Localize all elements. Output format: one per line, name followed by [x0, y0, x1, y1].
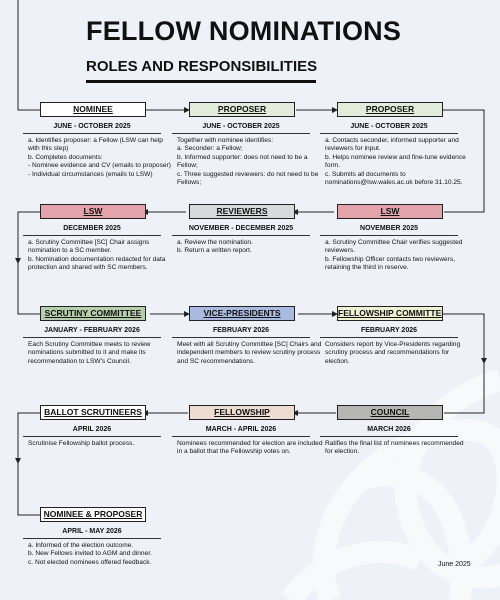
- step-title-box: FELLOWSHIP: [189, 405, 295, 420]
- step-divider: [23, 133, 161, 134]
- step-title-box: LSW: [40, 204, 146, 219]
- step-divider: [23, 235, 161, 236]
- step-description-line: b. Completes documents:: [28, 153, 103, 161]
- step-description-line: b. New Fellows invited to AGM and dinner…: [28, 550, 152, 558]
- step-description-line: Nominees recommended for election are in…: [177, 440, 323, 456]
- step-description: a. Review the nomination.b. Return a wri…: [177, 239, 323, 256]
- step-date: APRIL - MAY 2026: [62, 528, 122, 535]
- step-title-box: VICE-PRESIDENTS: [189, 306, 295, 321]
- step-divider: [23, 436, 161, 437]
- step-title-box: REVIEWERS: [189, 204, 295, 219]
- step-title-box: PROPOSER: [337, 102, 443, 117]
- step-description: a. Scrutiny Committee Chair verifies sug…: [325, 239, 471, 273]
- step-description-line: Ratifies the final list of nominees reco…: [325, 440, 464, 456]
- step-description-line: a. Review the nomination.: [177, 239, 253, 246]
- step-divider: [172, 133, 310, 134]
- subtitle-underline: [86, 80, 316, 83]
- step-description: Considers report by Vice-Presidents rega…: [325, 341, 471, 366]
- step-description-line: Each Scrutiny Committee meets to review …: [28, 341, 151, 365]
- step-title-box: SCRUTINY COMMITTEE: [40, 306, 146, 321]
- step-description-line: a. Scrutiny Committee Chair verifies sug…: [325, 239, 463, 255]
- step-title-box: NOMINEE & PROPOSER: [40, 507, 146, 522]
- step-description-line: nominations@lsw.wales.ac.uk before 31.10…: [325, 179, 463, 187]
- step-description-line: a. Informed of the election outcome.: [28, 542, 134, 549]
- step-description: a. Identifies proposer: a Fellow (LSW ca…: [28, 137, 174, 179]
- step-date: MARCH 2026: [367, 426, 411, 433]
- step-title-box: BALLOT SCRUTINEERS: [40, 405, 146, 420]
- step-description-line: c. Not elected nominees offered feedback…: [28, 558, 152, 566]
- step-description-line: a. Contacts seconder, informed supporter…: [325, 137, 459, 153]
- step-date: APRIL 2026: [72, 426, 112, 433]
- step-date: JANUARY - FEBRUARY 2026: [44, 327, 140, 334]
- step-description: a. Informed of the election outcome.b. N…: [28, 542, 174, 567]
- step-title-box: COUNCIL: [337, 405, 443, 420]
- step-date: DECEMBER 2025: [63, 225, 121, 232]
- step-description-line: Together with nominee identifies:: [177, 137, 274, 144]
- step-description-line: b. Informed supporter: does not need to …: [177, 153, 308, 170]
- step-divider: [320, 235, 458, 236]
- step-divider: [172, 436, 310, 437]
- step-date: NOVEMBER - DECEMBER 2025: [188, 225, 294, 232]
- step-title-box: LSW: [337, 204, 443, 219]
- step-description: Each Scrutiny Committee meets to review …: [28, 341, 174, 366]
- step-date: JUNE - OCTOBER 2025: [202, 123, 280, 130]
- step-title-box: PROPOSER: [189, 102, 295, 117]
- step-description-line: b. Nomination documentation redacted for…: [28, 255, 166, 272]
- step-description-line: - Nominee evidence and CV (emails to pro…: [28, 162, 171, 170]
- step-description: a. Contacts seconder, informed supporter…: [325, 137, 471, 187]
- step-divider: [320, 436, 458, 437]
- step-description-line: Meet with all Scrutiny Committee [SC] Ch…: [177, 341, 322, 365]
- step-description-line: a. Seconder: a Fellow;: [177, 145, 243, 153]
- step-description-line: - Individual circumstances (emails to LS…: [28, 170, 153, 178]
- step-description: Ratifies the final list of nominees reco…: [325, 440, 471, 457]
- step-description-line: b. Fellowship Officer contacts two revie…: [325, 255, 455, 272]
- step-description-line: b. Helps nominee review and fine-tune ev…: [325, 153, 466, 170]
- entry-line: [17, 0, 40, 111]
- step-description: Meet with all Scrutiny Committee [SC] Ch…: [177, 341, 323, 366]
- step-divider: [172, 235, 310, 236]
- step-date: NOVEMBER 2025: [360, 225, 418, 232]
- step-description-line: Considers report by Vice-Presidents rega…: [325, 341, 461, 365]
- step-date: FEBRUARY 2026: [360, 327, 418, 334]
- step-title-box: FELLOWSHIP COMMITTEE: [337, 306, 443, 321]
- step-title-box: NOMINEE: [40, 102, 146, 117]
- step-description-line: a. Scrutiny Committee [SC] Chair assigns…: [28, 239, 150, 255]
- step-description: Together with nominee identifies:a. Seco…: [177, 137, 323, 187]
- step-date: JUNE - OCTOBER 2025: [53, 123, 131, 130]
- step-description: Nominees recommended for election are in…: [177, 440, 323, 457]
- step-divider: [172, 337, 310, 338]
- footer-date: June 2025: [438, 561, 471, 568]
- step-description-line: Scrutinise Fellowship ballot process.: [28, 440, 135, 447]
- step-description-line: b. Return a written report.: [177, 247, 252, 255]
- step-date: MARCH - APRIL 2026: [205, 426, 277, 433]
- step-divider: [23, 337, 161, 338]
- step-description-line: a. Identifies proposer: a Fellow (LSW ca…: [28, 137, 163, 153]
- page-subtitle: ROLES AND RESPONSIBILITIES: [86, 58, 318, 75]
- step-divider: [320, 133, 458, 134]
- step-divider: [320, 337, 458, 338]
- step-date: JUNE - OCTOBER 2025: [350, 123, 428, 130]
- step-divider: [23, 538, 161, 539]
- step-description-line: c. Three suggested reviewers: do not nee…: [177, 170, 319, 187]
- step-date: FEBRUARY 2026: [212, 327, 270, 334]
- step-description-line: c. Submits all documents to: [325, 170, 406, 178]
- step-description: Scrutinise Fellowship ballot process.: [28, 440, 174, 448]
- step-description: a. Scrutiny Committee [SC] Chair assigns…: [28, 239, 174, 273]
- page-title: FELLOW NOMINATIONS: [86, 16, 402, 46]
